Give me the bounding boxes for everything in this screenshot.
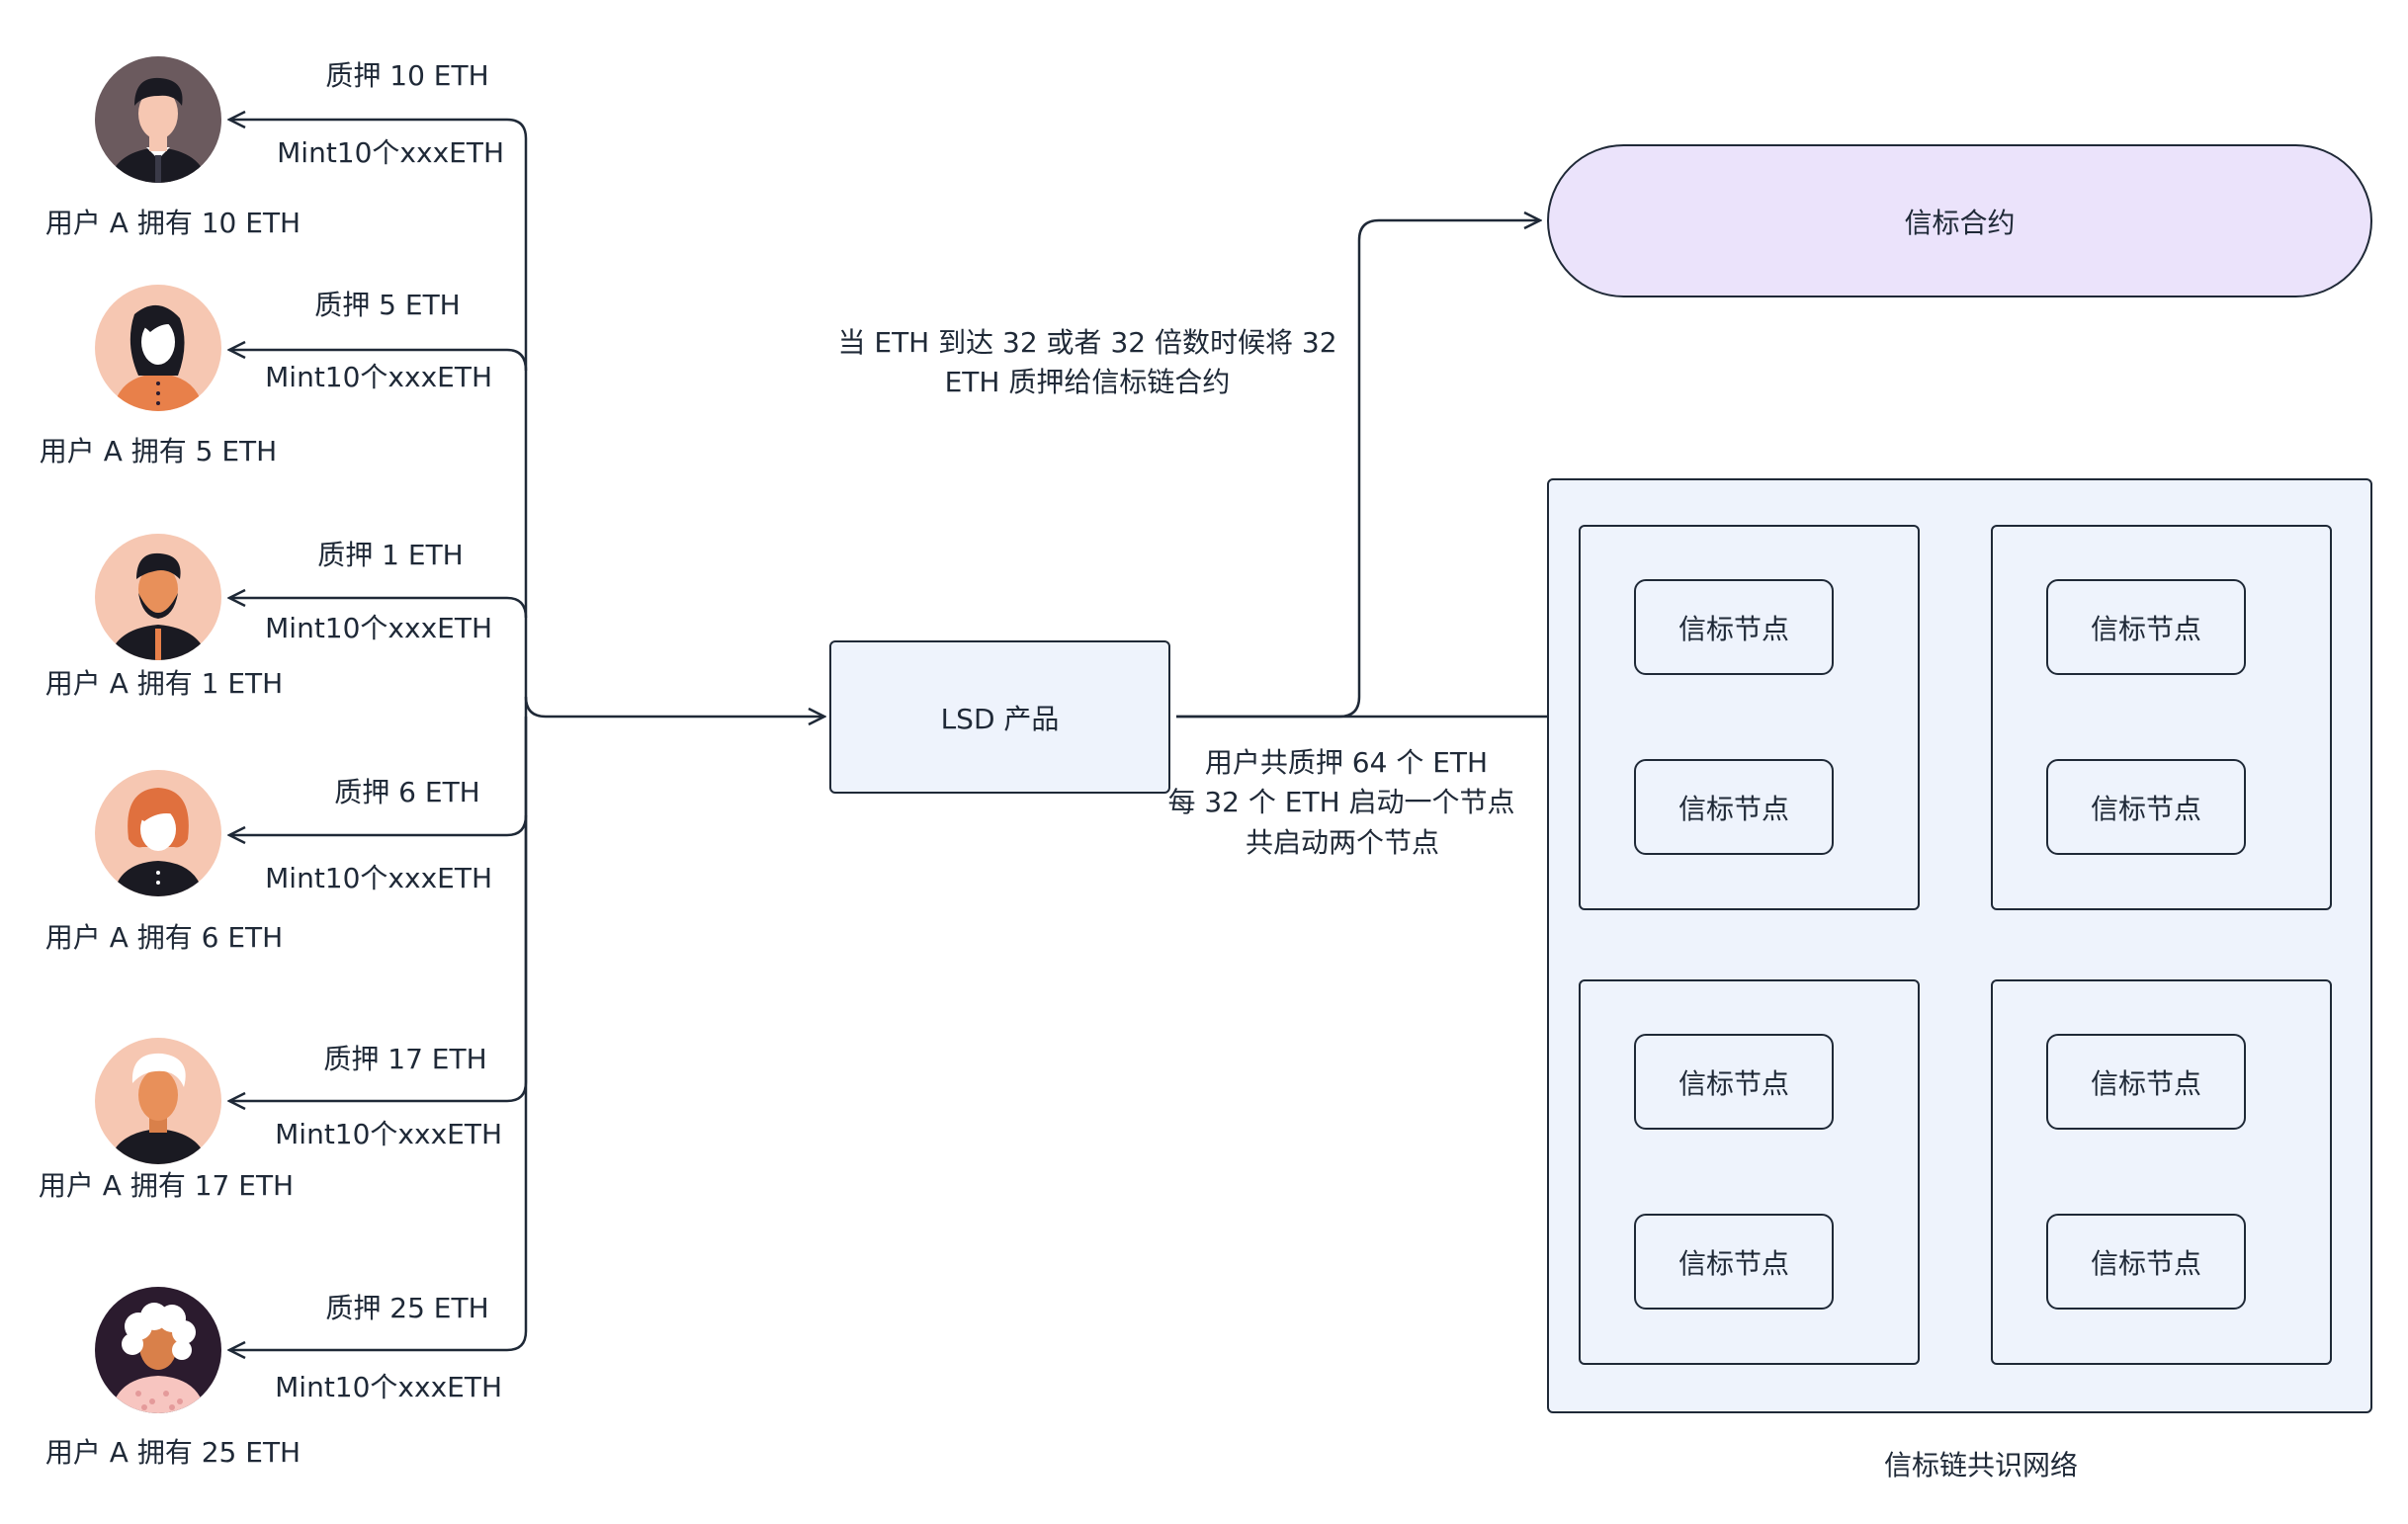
mint-arrow-user-6 [229,717,528,1350]
owner-label-user-4: 用户 A 拥有 6 ETH [44,921,284,954]
stake-label-user-3: 质押 1 ETH [317,539,464,571]
owner-label-user-6: 用户 A 拥有 25 ETH [44,1436,301,1469]
beacon-node-label: 信标节点 [1677,1066,1789,1100]
stake-label-user-6: 质押 25 ETH [325,1292,489,1324]
note-to-network-line3: 共启动两个节点 [1245,826,1440,859]
woman-red-hair-avatar-icon [95,770,221,896]
beacon-node[interactable]: 信标节点 [2046,1034,2246,1130]
owner-label-user-1: 用户 A 拥有 10 ETH [44,207,301,239]
mint-arrow-user-3 [229,598,528,619]
beacon-node-label: 信标节点 [1677,792,1789,825]
mint-label-user-4: Mint10个xxxETH [265,862,492,894]
network-caption: 信标链共识网络 [1883,1449,2079,1482]
mint-label-user-3: Mint10个xxxETH [265,612,492,644]
curly-white-hair-woman-avatar-icon [95,1287,221,1413]
note-to-contract-line1: 当 ETH 到达 32 或者 32 倍数时候将 32 [837,326,1337,359]
beacon-node[interactable]: 信标节点 [1634,759,1834,855]
owner-label-user-3: 用户 A 拥有 1 ETH [44,667,284,700]
beacon-node[interactable]: 信标节点 [2046,759,2246,855]
white-hair-man-avatar-icon [95,1038,221,1164]
beacon-node-label: 信标节点 [2090,612,2201,645]
woman-dark-hair-avatar-icon [95,285,221,411]
owner-label-user-2: 用户 A 拥有 5 ETH [39,435,278,467]
lsd-product-label: LSD 产品 [940,702,1060,735]
note-to-network-line2: 每 32 个 ETH 启动一个节点 [1167,786,1515,818]
stake-label-user-4: 质押 6 ETH [334,776,480,808]
beacon-contract-pill[interactable]: 信标合约 [1547,144,2372,297]
lsd-product-box[interactable]: LSD 产品 [829,640,1170,794]
beacon-node-label: 信标节点 [1677,1246,1789,1280]
beacon-node[interactable]: 信标节点 [1634,579,1834,675]
beacon-node[interactable]: 信标节点 [1634,1034,1834,1130]
beacon-node-label: 信标节点 [2090,1066,2201,1100]
beacon-node-label: 信标节点 [1677,612,1789,645]
arrow-lsd-to-contract [1176,220,1540,719]
mint-label-user-6: Mint10个xxxETH [275,1371,502,1403]
bearded-man-avatar-icon [95,534,221,660]
man-with-tie-avatar-icon [95,56,221,183]
mint-label-user-1: Mint10个xxxETH [277,136,504,169]
mint-label-user-2: Mint10个xxxETH [265,361,492,393]
stake-arrow-to-lsd [524,696,824,717]
beacon-node-label: 信标节点 [2090,1246,2201,1280]
beacon-contract-label: 信标合约 [1904,206,2016,239]
mint-arrow-user-2 [229,350,528,372]
mint-label-user-5: Mint10个xxxETH [275,1118,502,1150]
note-to-network-line1: 用户共质押 64 个 ETH [1204,746,1489,779]
stake-label-user-5: 质押 17 ETH [323,1043,487,1075]
mint-arrow-user-1 [229,120,528,717]
owner-label-user-5: 用户 A 拥有 17 ETH [38,1169,295,1202]
stake-label-user-2: 质押 5 ETH [314,289,461,321]
beacon-node-label: 信标节点 [2090,792,2201,825]
mint-arrow-user-4 [229,814,528,835]
note-to-contract-line2: ETH 质押给信标链合约 [944,366,1231,398]
beacon-node[interactable]: 信标节点 [1634,1214,1834,1310]
stake-label-user-1: 质押 10 ETH [325,59,489,92]
beacon-node[interactable]: 信标节点 [2046,579,2246,675]
beacon-node[interactable]: 信标节点 [2046,1214,2246,1310]
